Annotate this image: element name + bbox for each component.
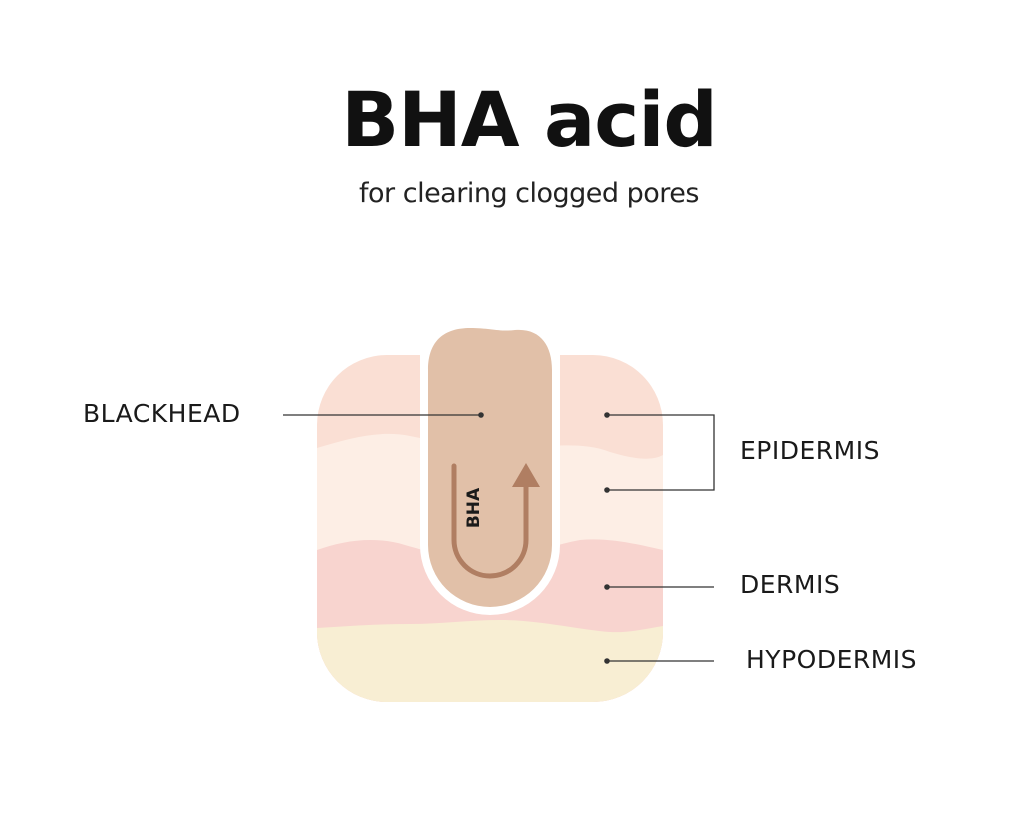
hypodermis-label: HYPODERMIS (746, 645, 918, 674)
page-title: BHA acid (341, 75, 718, 164)
dermis-dot (604, 584, 610, 590)
epidermis-top-dot (604, 412, 610, 418)
hypodermis-layer (317, 620, 663, 702)
dermis-label: DERMIS (740, 570, 841, 599)
leader-lines (283, 414, 715, 662)
bha-flow-path (451, 463, 529, 579)
leader-dots (478, 412, 610, 664)
hypodermis-dot (604, 658, 610, 664)
blackhead-plug (428, 328, 552, 607)
epidermis-bracket (607, 414, 715, 491)
page-subtitle: for clearing clogged pores (359, 178, 699, 209)
upward-arrow-icon (512, 463, 540, 487)
skin-layers (317, 355, 663, 702)
blackhead-label: BLACKHEAD (83, 399, 241, 428)
blackhead-dot (478, 412, 484, 418)
epidermis-lower-dot (604, 487, 610, 493)
pore-bha-label: BHA (464, 487, 484, 528)
epidermis-label: EPIDERMIS (740, 436, 880, 465)
